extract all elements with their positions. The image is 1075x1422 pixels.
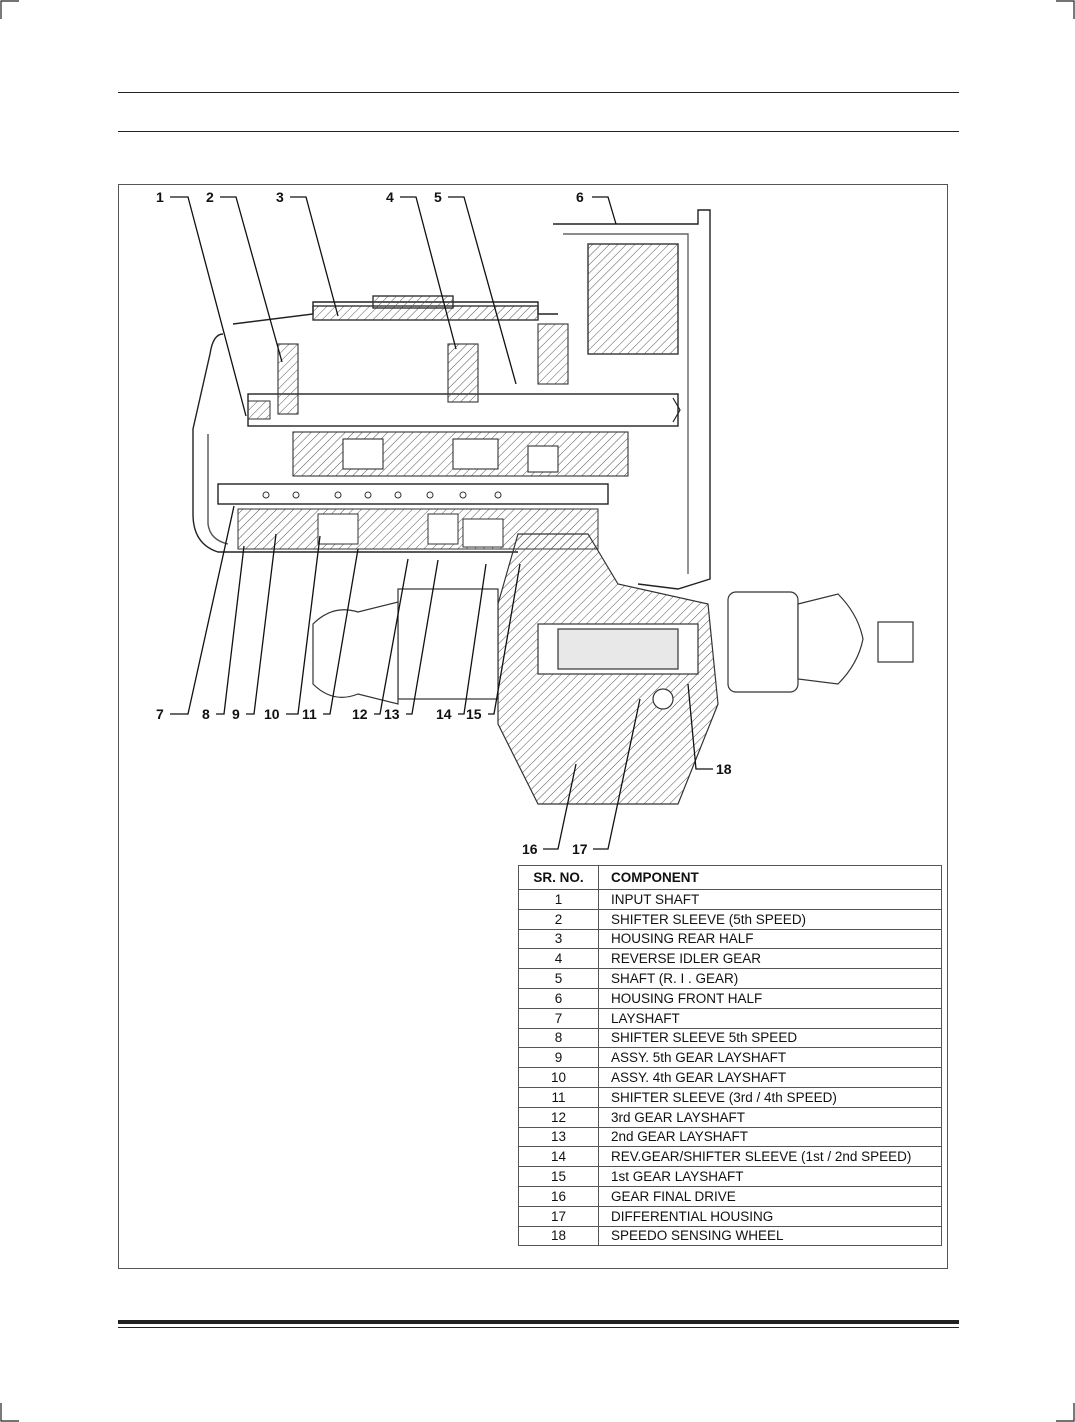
callout-13: 13 [384,706,400,722]
component-cell: INPUT SHAFT [598,889,942,910]
callout-11: 11 [302,706,317,722]
crop-mark-bottom-left [0,1403,19,1422]
callout-18: 18 [716,761,732,777]
sr-no-cell: 10 [518,1067,599,1088]
component-cell: REV.GEAR/SHIFTER SLEEVE (1st / 2nd SPEED… [598,1146,942,1168]
upper-gears-drawing [277,323,629,477]
crop-mark-bottom-right [1056,1403,1075,1422]
header-rule-top [118,92,959,93]
sr-no-cell: 16 [518,1185,599,1207]
sr-no-cell: 14 [518,1146,599,1168]
component-cell: 2nd GEAR LAYSHAFT [598,1126,942,1148]
callout-5: 5 [434,189,442,205]
component-cell: 3rd GEAR LAYSHAFT [598,1106,942,1128]
callout-6: 6 [576,189,584,205]
callout-15: 15 [466,706,482,722]
callout-14: 14 [436,706,452,722]
component-cell: SHIFTER SLEEVE (5th SPEED) [598,908,942,930]
footer-rule-thick [118,1320,959,1324]
sr-no-cell: 6 [518,987,599,1009]
callout-4: 4 [386,189,394,205]
component-cell: ASSY. 5th GEAR LAYSHAFT [598,1047,942,1069]
callout-1: 1 [156,189,164,205]
sr-no-cell: 5 [518,968,599,989]
component-cell: REVERSE IDLER GEAR [598,948,942,970]
component-cell: LAYSHAFT [598,1007,942,1029]
sr-no-cell: 3 [518,928,599,950]
component-cell: HOUSING FRONT HALF [598,987,942,1009]
sr-no-cell: 11 [518,1086,599,1108]
callout-10: 10 [264,706,280,722]
callout-3: 3 [276,189,284,205]
sr-no-cell: 12 [518,1106,599,1128]
housing-outline [192,209,711,590]
sr-no-cell: 17 [518,1205,599,1227]
component-cell: 1st GEAR LAYSHAFT [598,1166,942,1187]
sr-no-cell: 2 [518,908,599,930]
sr-no-cell: 8 [518,1027,599,1049]
sr-no-cell: 18 [518,1225,599,1247]
differential-drawing [312,533,914,805]
callout-8: 8 [202,706,210,722]
callout-17: 17 [572,841,588,857]
sr-no-cell: 1 [518,889,599,910]
callout-12: 12 [352,706,368,722]
header-sr-no: SR. NO. [518,865,599,890]
callout-9: 9 [232,706,240,722]
component-cell: SHIFTER SLEEVE (3rd / 4th SPEED) [598,1086,942,1108]
component-cell: HOUSING REAR HALF [598,928,942,950]
sr-no-cell: 4 [518,948,599,970]
callout-2: 2 [206,189,214,205]
component-cell: GEAR FINAL DRIVE [598,1185,942,1207]
component-cell: DIFFERENTIAL HOUSING [598,1205,942,1227]
component-cell: SHIFTER SLEEVE 5th SPEED [598,1027,942,1049]
header-component: COMPONENT [598,865,942,890]
crop-mark-top-left [0,0,19,19]
gearbox-cross-section: 1 2 3 4 5 6 7 8 9 10 11 12 13 14 15 16 1… [156,189,914,857]
callout-labels: 1 2 3 4 5 6 7 8 9 10 11 12 13 14 15 16 1… [156,189,732,857]
component-cell: ASSY. 4th GEAR LAYSHAFT [598,1067,942,1088]
callout-7: 7 [156,706,164,722]
header-rule-bottom [118,131,959,132]
component-cell: SPEEDO SENSING WHEEL [598,1225,942,1247]
leader-lines [170,196,713,850]
sr-no-cell: 13 [518,1126,599,1148]
sr-no-cell: 7 [518,1007,599,1029]
table-header-row: SR. NO. COMPONENT [518,865,942,890]
crop-mark-top-right [1056,0,1075,19]
component-cell: SHAFT (R. I . GEAR) [598,968,942,989]
sr-no-cell: 9 [518,1047,599,1069]
sr-no-cell: 15 [518,1166,599,1187]
figure-frame [118,184,948,1269]
footer-rule-thin [118,1327,959,1328]
callout-16: 16 [522,841,538,857]
